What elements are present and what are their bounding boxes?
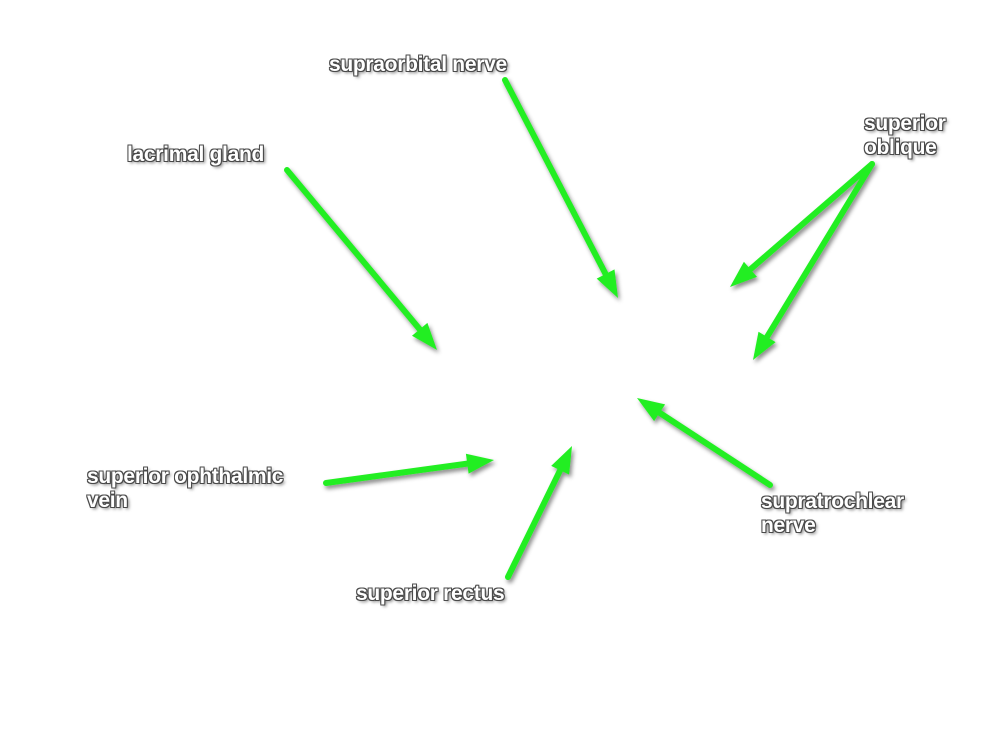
arrow-shaft: [654, 408, 773, 488]
arrowhead: [637, 398, 666, 422]
label-line: vein: [87, 489, 128, 512]
arrow-supraorbital-nerve: [502, 77, 618, 298]
label-supratrochlear-nerve: supratrochlear nerve: [761, 490, 904, 538]
label-superior-ophthalmic-vein: superior ophthalmic vein: [87, 465, 283, 513]
arrowhead: [412, 322, 437, 350]
arrow-supratrochlear-nerve: [637, 398, 773, 488]
arrow-lacrimal-gland: [284, 167, 437, 350]
arrow-superior-ophthalmic-vein: [323, 453, 494, 486]
label-lacrimal-gland: lacrimal gland: [127, 143, 264, 167]
arrow-superior-oblique-upper: [730, 161, 875, 287]
label-superior-oblique: superior oblique: [864, 112, 946, 160]
arrow-shaft: [323, 460, 473, 486]
arrow-shaft: [502, 77, 610, 279]
label-supraorbital-nerve: supraorbital nerve: [329, 53, 507, 77]
arrow-shaft: [745, 161, 875, 274]
arrow-shaft: [505, 465, 565, 580]
arrow-superior-oblique-lower: [753, 161, 875, 360]
label-line: nerve: [761, 514, 816, 537]
arrowhead: [551, 446, 572, 475]
label-superior-rectus: superior rectus: [356, 582, 505, 606]
label-line: superior: [864, 112, 946, 135]
label-text: supraorbital nerve: [329, 53, 507, 76]
arrow-shaft: [762, 161, 875, 342]
label-line: supratrochlear: [761, 490, 904, 513]
arrow-superior-rectus: [505, 446, 572, 580]
arrowhead: [753, 331, 776, 360]
label-text: lacrimal gland: [127, 143, 265, 166]
arrowhead: [465, 453, 494, 474]
label-text: superior rectus: [356, 582, 505, 605]
label-line: superior ophthalmic: [87, 465, 284, 488]
arrow-shaft: [284, 167, 424, 334]
arrowhead: [730, 261, 757, 287]
arrowhead: [596, 269, 618, 298]
label-line: oblique: [864, 136, 937, 159]
